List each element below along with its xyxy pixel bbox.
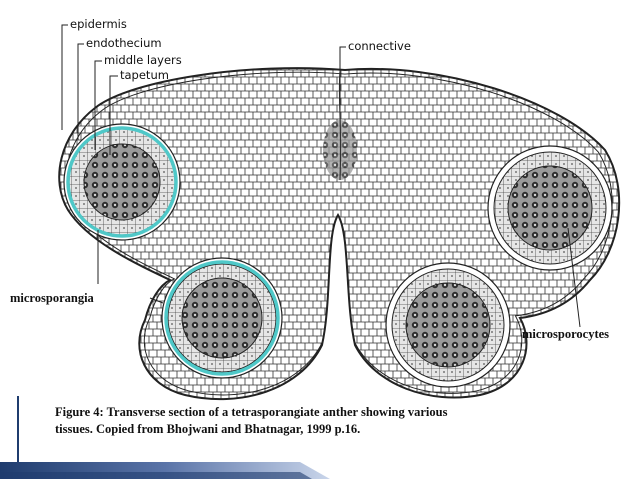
microsporangium-upper-left	[63, 123, 181, 241]
epidermis-leader	[61, 24, 68, 130]
label-endothecium: endothecium	[86, 36, 162, 50]
caption-line-1: Figure 4: Transverse section of a tetras…	[55, 405, 448, 419]
microsporocytes-leader	[567, 227, 581, 328]
slide-accent-line	[17, 396, 19, 462]
connective-leader	[339, 46, 346, 110]
figure-caption: Figure 4: Transverse section of a tetras…	[55, 404, 575, 438]
label-connective: connective	[348, 39, 411, 53]
label-tapetum: tapetum	[120, 68, 169, 82]
endothecium-leader	[77, 43, 84, 140]
microsporangium-lower-right	[385, 262, 511, 388]
microsporangium-upper-right	[487, 145, 613, 271]
microsporangia-leader-right	[149, 297, 164, 304]
label-middle-layers: middle layers	[104, 53, 182, 67]
label-microsporangia: microsporangia	[10, 291, 95, 305]
microsporangium-lower-left	[161, 257, 283, 379]
leader-lines	[61, 24, 581, 328]
tapetum-leader	[109, 75, 118, 155]
label-microsporocytes: microsporocytes	[522, 327, 609, 341]
middle-layers-leader	[94, 60, 102, 150]
highlight-ring	[66, 126, 178, 238]
slide-footer-bar	[0, 462, 330, 479]
caption-line-2: tissues. Copied from Bhojwani and Bhatna…	[55, 422, 361, 436]
highlight-ring	[164, 260, 280, 376]
label-epidermis: epidermis	[70, 17, 127, 31]
